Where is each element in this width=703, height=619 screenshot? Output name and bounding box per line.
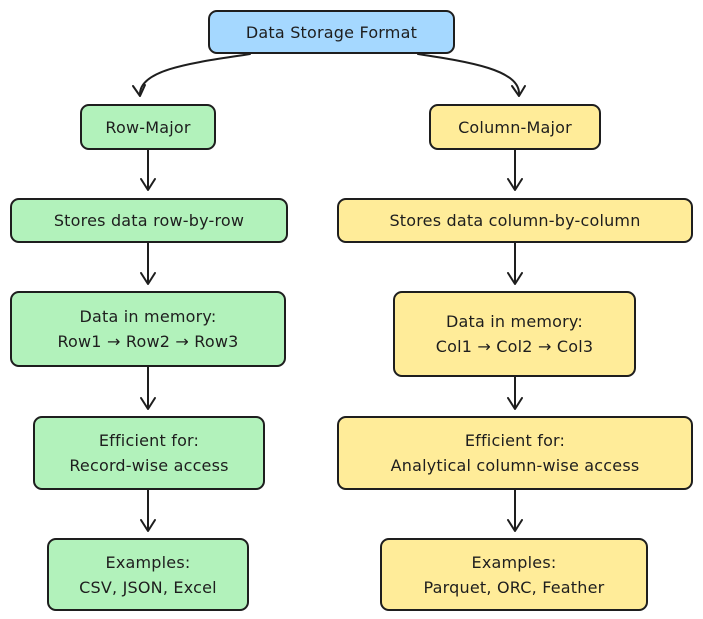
node-row-major: Row-Major — [80, 104, 216, 150]
node-label-line2: Col1 → Col2 → Col3 — [435, 337, 594, 356]
arrow-row-efficient-to-examples — [140, 489, 156, 532]
node-label: Row-Major — [105, 117, 191, 137]
node-label: Stores data row-by-row — [53, 211, 245, 230]
node-row-stores: Stores data row-by-row — [10, 198, 288, 243]
node-data-storage-format: Data Storage Format — [208, 10, 455, 54]
node-row-examples: Examples: CSV, JSON, Excel — [47, 538, 249, 611]
node-label-line2: CSV, JSON, Excel — [79, 577, 217, 597]
arrow-col-stores-to-memory — [507, 242, 523, 285]
node-label-line2: Row1 → Row2 → Row3 — [57, 332, 239, 351]
node-label-line1: Efficient for: — [464, 431, 566, 450]
node-label-line1: Examples: — [105, 552, 191, 572]
node-label-line1: Examples: — [471, 552, 557, 572]
node-row-efficient: Efficient for: Record-wise access — [33, 416, 265, 490]
node-label-line1: Efficient for: — [98, 431, 200, 450]
node-column-major: Column-Major — [429, 104, 601, 150]
node-row-memory: Data in memory: Row1 → Row2 → Row3 — [10, 291, 286, 367]
arrow-root-to-row-major — [132, 53, 251, 97]
arrow-row-major-to-stores — [140, 149, 156, 191]
arrow-row-stores-to-memory — [140, 242, 156, 285]
node-label-line2: Parquet, ORC, Feather — [423, 577, 605, 597]
node-label-line2: Analytical column-wise access — [390, 456, 640, 475]
node-label: Stores data column-by-column — [389, 211, 641, 230]
node-label: Column-Major — [458, 117, 572, 137]
node-col-examples: Examples: Parquet, ORC, Feather — [380, 538, 648, 611]
node-col-stores: Stores data column-by-column — [337, 198, 693, 243]
node-label-line1: Data in memory: — [79, 307, 217, 326]
node-col-efficient: Efficient for: Analytical column-wise ac… — [337, 416, 693, 490]
arrow-column-major-to-stores — [507, 149, 523, 191]
arrow-row-memory-to-efficient — [140, 366, 156, 410]
node-col-memory: Data in memory: Col1 → Col2 → Col3 — [393, 291, 636, 377]
arrow-root-to-column-major — [417, 53, 526, 97]
node-label-line2: Record-wise access — [69, 456, 229, 475]
arrow-col-efficient-to-examples — [507, 489, 523, 532]
node-label: Data Storage Format — [245, 22, 418, 42]
node-label-line1: Data in memory: — [445, 312, 584, 331]
